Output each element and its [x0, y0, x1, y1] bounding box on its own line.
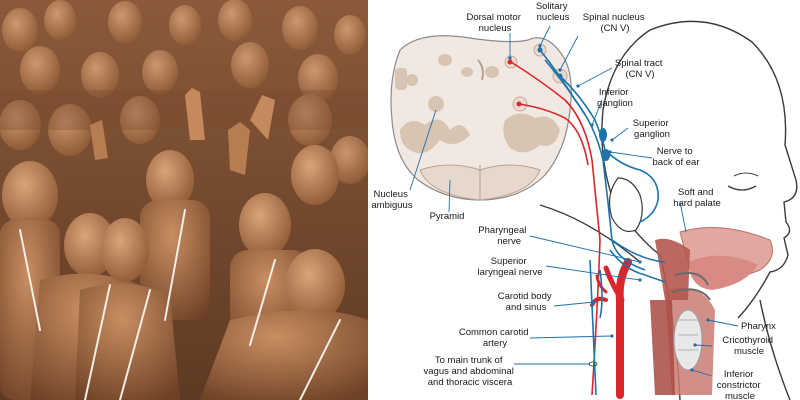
label-solitary-nucleus: Solitary nucleus: [536, 1, 570, 23]
tongue: [688, 255, 758, 290]
label-spinal-nucleus: Spinal nucleus (CN V): [583, 12, 647, 34]
vagus-nerve-diagram: Dorsal motor nucleus Solitary nucleus Sp…: [368, 0, 800, 400]
label-nucleus-ambiguus: Nucleus ambiguus: [371, 189, 412, 211]
vagus-cut-marker: [588, 361, 598, 367]
pharynx-structures: [650, 238, 715, 395]
diagram-canvas: Dorsal motor nucleus Solitary nucleus Sp…: [371, 1, 798, 400]
label-pharyngeal-nerve: Pharyngeal nerve: [478, 225, 529, 247]
front-row-figures: [30, 213, 368, 400]
diagram-labels: Dorsal motor nucleus Solitary nucleus Sp…: [371, 1, 776, 400]
label-main-trunk-of-vagus: To main trunk of vagus and abdominal and…: [424, 355, 517, 388]
ganglia: [599, 128, 610, 161]
label-carotid-body-and-sinus: Carotid body and sinus: [498, 291, 555, 313]
label-pointers: [409, 25, 739, 377]
crowd-photo-canvas: [0, 0, 368, 400]
ear: [608, 177, 643, 233]
label-cricothyroid-muscle: Cricothyroid muscle: [722, 335, 775, 357]
eyebrow: [733, 172, 759, 177]
label-nerve-to-back-of-ear: Nerve to back of ear: [653, 146, 700, 168]
label-dorsal-motor-nucleus: Dorsal motor nucleus: [466, 12, 523, 34]
motor-fibers: [510, 61, 601, 396]
carotid-artery: [590, 258, 632, 399]
label-common-carotid-artery: Common carotid artery: [459, 327, 531, 349]
label-superior-ganglion: Superior ganglion: [633, 118, 672, 140]
sensory-fibers: [539, 49, 666, 396]
pointer-dots: [508, 44, 710, 372]
label-soft-and-hard-palate: Soft and hard palate: [673, 187, 721, 209]
label-spinal-tract: Spinal tract (CN V): [615, 58, 665, 80]
sacred-threads: [19, 209, 341, 400]
label-pharynx: Pharynx: [741, 321, 776, 332]
back-row-figures: [0, 0, 368, 184]
label-pyramid: Pyramid: [430, 211, 465, 222]
label-inferior-ganglion: Inferior ganglion: [597, 87, 633, 109]
closed-eye: [727, 185, 757, 191]
crowd-photo: [0, 0, 368, 400]
medulla-section: [390, 35, 572, 201]
label-superior-laryngeal-nerve: Superior laryngeal nerve: [478, 256, 543, 278]
raised-hands: [90, 88, 275, 175]
label-inferior-constrictor-muscle: Inferior constrictor muscle: [717, 369, 763, 400]
